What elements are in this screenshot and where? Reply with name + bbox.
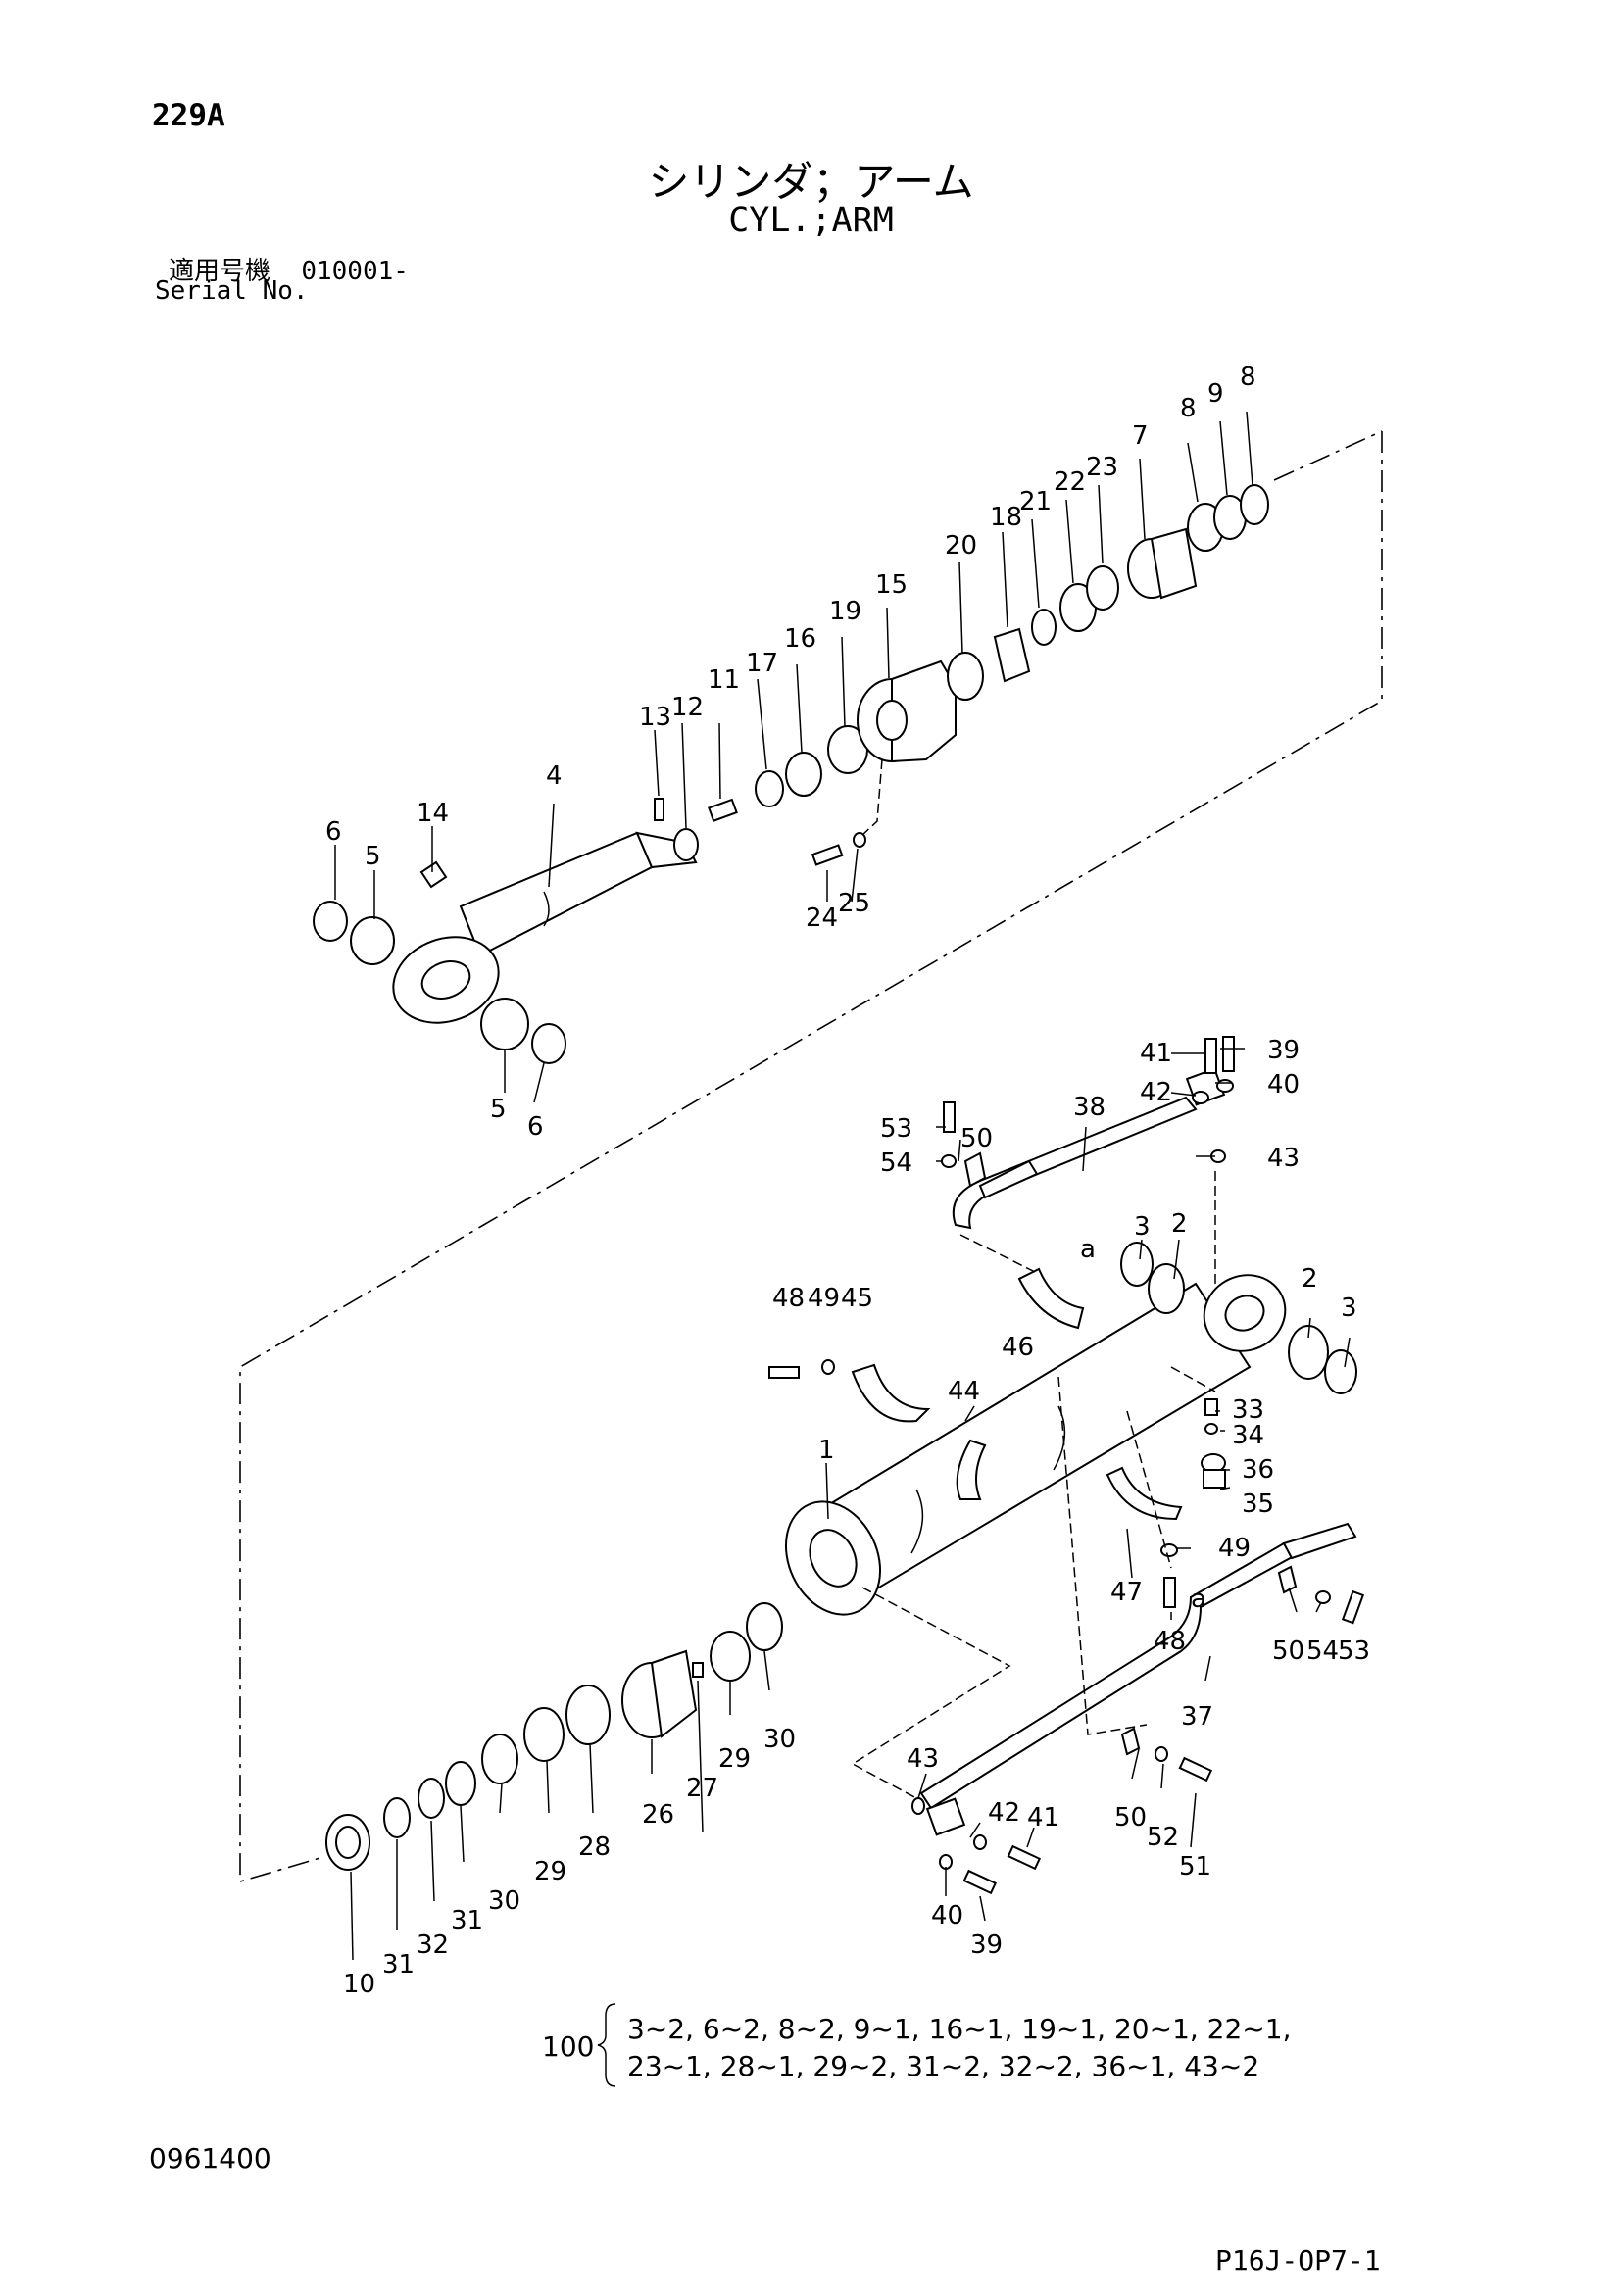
callout-50c: 50 [1114, 1803, 1147, 1832]
callout-11: 11 [708, 665, 740, 695]
callout-30: 30 [763, 1725, 796, 1754]
callout-45: 45 [841, 1284, 873, 1313]
callout-a-b: a [1191, 1585, 1206, 1614]
title-japanese: シリンダ；アーム [648, 158, 974, 206]
callout-27: 27 [686, 1774, 718, 1803]
callout-15: 15 [875, 570, 908, 600]
sheet-code: P16J-OP7-1 [1215, 2244, 1381, 2276]
callout-53: 53 [880, 1114, 912, 1144]
callout-12: 12 [671, 693, 704, 722]
callout-43: 43 [1267, 1144, 1300, 1173]
callout-54: 54 [880, 1148, 912, 1178]
callout-20: 20 [945, 531, 977, 561]
callout-53b: 53 [1338, 1637, 1370, 1666]
callout-1: 1 [818, 1436, 835, 1465]
callout-6b: 6 [527, 1112, 544, 1142]
kit-contents-line-1: 3~2, 6~2, 8~2, 9~1, 16~1, 19~1, 20~1, 22… [627, 2013, 1292, 2045]
callout-39b: 39 [970, 1930, 1003, 1960]
callout-38: 38 [1073, 1093, 1106, 1122]
serial-label-english: Serial No. [155, 276, 309, 306]
callout-7: 7 [1132, 421, 1149, 451]
callout-14: 14 [417, 799, 449, 828]
callout-50b: 50 [1272, 1637, 1304, 1666]
callout-48: 48 [772, 1284, 805, 1313]
callout-41: 41 [1140, 1039, 1172, 1068]
callout-6: 6 [325, 817, 342, 847]
callout-37: 37 [1181, 1702, 1213, 1732]
callout-28: 28 [578, 1832, 611, 1862]
callout-29: 29 [718, 1744, 751, 1774]
callout-labels-rod: 6 5 14 4 13 12 11 17 16 19 15 24 25 20 1… [325, 363, 1256, 1142]
callout-5: 5 [365, 842, 381, 871]
callout-18: 18 [990, 503, 1022, 532]
callout-40: 40 [1267, 1070, 1300, 1099]
title-english: CYL.;ARM [728, 201, 894, 240]
callout-3: 3 [1134, 1212, 1151, 1242]
callout-2: 2 [1171, 1209, 1188, 1239]
callout-47: 47 [1110, 1578, 1143, 1607]
callout-8b: 8 [1240, 363, 1256, 392]
callout-21: 21 [1019, 487, 1052, 516]
callout-16: 16 [784, 624, 816, 654]
callout-49: 49 [808, 1284, 840, 1313]
callout-46: 46 [1002, 1333, 1034, 1362]
callout-2b: 2 [1302, 1264, 1318, 1294]
callout-33: 33 [1232, 1395, 1264, 1425]
serial-label-japanese: 適用号機 010001- [169, 251, 409, 287]
document-code: 0961400 [149, 2142, 271, 2174]
callout-5b: 5 [490, 1095, 507, 1124]
callout-42b: 42 [988, 1798, 1020, 1828]
callout-a: a [1080, 1235, 1096, 1264]
kit-brace [597, 2003, 616, 2087]
callout-44: 44 [948, 1377, 980, 1406]
callout-17: 17 [746, 649, 778, 678]
callout-51: 51 [1179, 1852, 1211, 1881]
callout-31b: 31 [382, 1950, 415, 1979]
callout-31: 31 [451, 1906, 483, 1935]
callout-43b: 43 [907, 1744, 939, 1774]
callout-50: 50 [960, 1124, 993, 1153]
callout-42: 42 [1140, 1078, 1172, 1107]
callout-13: 13 [639, 703, 671, 732]
callout-3b: 3 [1341, 1294, 1357, 1323]
callout-49b: 49 [1218, 1534, 1251, 1563]
callout-4: 4 [546, 761, 563, 791]
callout-labels-tube: 41 39 42 40 53 50 38 54 43 3 2 48 49 45 … [343, 1036, 1370, 1999]
tube-assembly [325, 1036, 1365, 1961]
callout-24: 24 [806, 904, 838, 933]
callout-52: 52 [1147, 1823, 1179, 1852]
callout-48b: 48 [1154, 1627, 1186, 1656]
dash-frame [239, 430, 1383, 1883]
callout-29b: 29 [534, 1857, 566, 1886]
callout-41b: 41 [1027, 1803, 1059, 1832]
callout-35: 35 [1242, 1490, 1274, 1519]
callout-25: 25 [838, 889, 870, 918]
page-code: 229A [152, 98, 225, 133]
callout-19: 19 [829, 597, 861, 626]
kit-contents-line-2: 23~1, 28~1, 29~2, 31~2, 32~2, 36~1, 43~2 [627, 2050, 1260, 2082]
callout-40b: 40 [931, 1901, 963, 1930]
callout-32: 32 [417, 1930, 449, 1960]
callout-8: 8 [1180, 394, 1197, 423]
callout-22: 22 [1054, 467, 1086, 497]
callout-34: 34 [1232, 1421, 1264, 1450]
callout-9: 9 [1207, 379, 1224, 409]
serial-value: 010001- [301, 257, 409, 286]
callout-39: 39 [1267, 1036, 1300, 1065]
callout-54b: 54 [1306, 1637, 1339, 1666]
callout-26: 26 [642, 1800, 674, 1830]
rod-assembly [313, 411, 1269, 1103]
callout-36: 36 [1242, 1455, 1274, 1485]
callout-23: 23 [1086, 453, 1118, 482]
serial-label-jp-text: 適用号機 [169, 257, 271, 286]
kit-number: 100 [542, 2030, 595, 2063]
callout-10: 10 [343, 1970, 375, 1999]
callout-30b: 30 [488, 1886, 520, 1916]
